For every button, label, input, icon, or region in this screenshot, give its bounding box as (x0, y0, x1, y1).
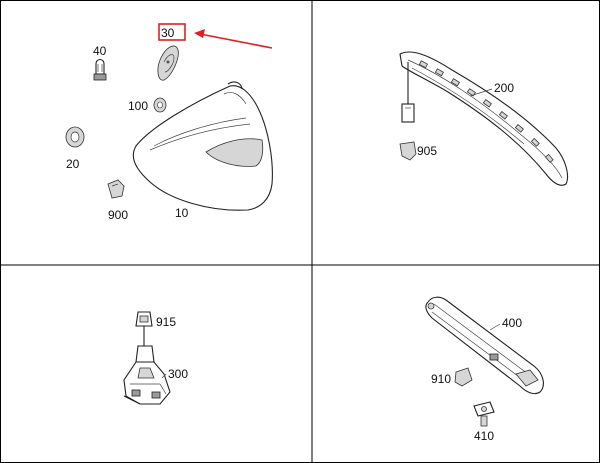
panel-top-right: 200 905 (399, 51, 569, 186)
label-30: 30 (161, 26, 175, 40)
label-400: 400 (502, 316, 522, 330)
label-900: 900 (108, 208, 128, 222)
part-410-screw (473, 401, 495, 427)
part-30-gasket (157, 45, 179, 81)
panel-top-left: 30 40 100 20 10 (65, 23, 273, 222)
part-400-marker-lamp (425, 296, 544, 395)
leader-300 (161, 373, 167, 379)
label-410: 410 (474, 429, 494, 443)
part-910-clip (454, 367, 473, 387)
label-910: 910 (431, 372, 451, 386)
label-40: 40 (93, 44, 107, 58)
label-200: 200 (494, 81, 514, 95)
label-20: 20 (66, 157, 80, 171)
highlight-arrow-head (194, 29, 205, 38)
part-20-grommet (65, 126, 85, 148)
label-100: 100 (128, 99, 148, 113)
part-10-lamp-housing (132, 81, 273, 211)
part-100-washer (153, 97, 167, 113)
label-905: 905 (417, 144, 437, 158)
panel-bottom-left: 915 300 (123, 311, 188, 405)
label-915: 915 (156, 315, 176, 329)
part-300-license-lamp (123, 345, 171, 405)
part-40-bulb (93, 58, 107, 81)
highlight-box (158, 23, 186, 41)
label-300: 300 (168, 367, 188, 381)
highlight-arrow-line (199, 33, 273, 49)
part-905-clip (399, 141, 417, 161)
part-200-brake-light-bar (399, 51, 569, 186)
part-915-clip (135, 311, 153, 327)
leader-200 (469, 88, 493, 97)
label-10: 10 (175, 206, 189, 220)
panel-bottom-right: 400 910 410 (425, 296, 544, 443)
wire-harness (401, 62, 415, 123)
part-900-clip (107, 179, 125, 199)
leader-400 (489, 323, 501, 331)
